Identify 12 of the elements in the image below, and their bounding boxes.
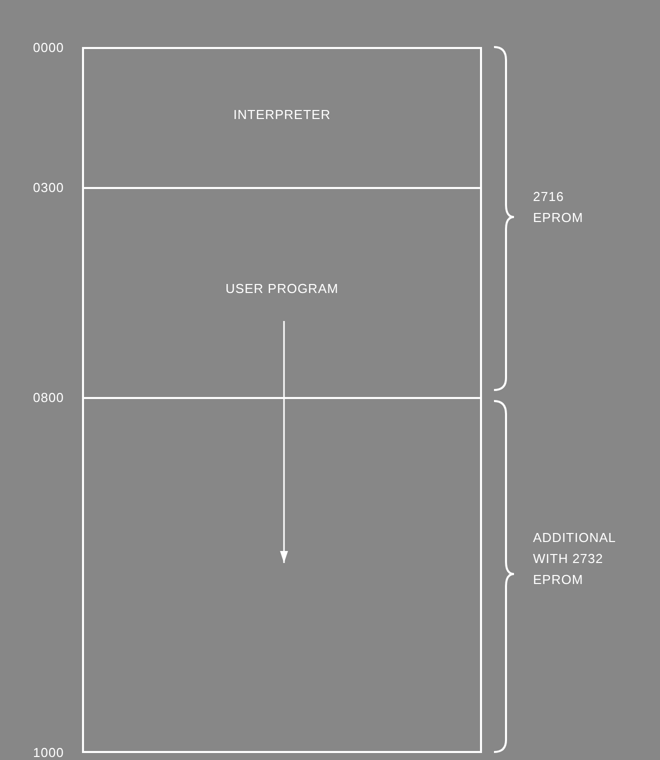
arrow [280, 321, 288, 563]
address-label: 0800 [33, 389, 65, 407]
memory-region [82, 187, 482, 399]
address-label: 1000 [33, 744, 65, 760]
region-label: INTERPRETER [233, 107, 331, 122]
address-label: 0000 [33, 39, 65, 57]
chip-label: 2716 EPROM [533, 188, 584, 227]
memory-region [82, 47, 482, 189]
chip-label: ADDITIONAL WITH 2732 EPROM [533, 529, 616, 589]
address-label: 0300 [33, 179, 65, 197]
memory-region [82, 397, 482, 753]
region-label: USER PROGRAM [226, 281, 338, 296]
